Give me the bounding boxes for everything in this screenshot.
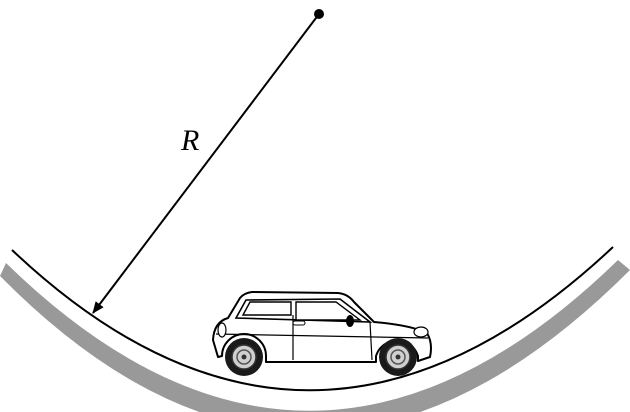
car-front-wheel: [379, 338, 417, 376]
car-belt-line: [215, 333, 429, 339]
radius-label: R: [180, 124, 199, 157]
car-taillight: [217, 322, 227, 338]
track-inner-edge: [11, 246, 614, 392]
curved-track: [0, 246, 630, 412]
car-icon: [212, 291, 432, 376]
car-front-window: [295, 301, 363, 321]
car-rear-wheel: [225, 338, 263, 376]
car-door-line-front: [369, 321, 373, 361]
track-band: [0, 260, 630, 412]
car-mirror: [346, 315, 354, 327]
car-rear-window: [241, 301, 292, 316]
car-door-handle: [292, 320, 306, 326]
radius-arrow: [92, 13, 320, 314]
car-headlight: [413, 326, 429, 338]
